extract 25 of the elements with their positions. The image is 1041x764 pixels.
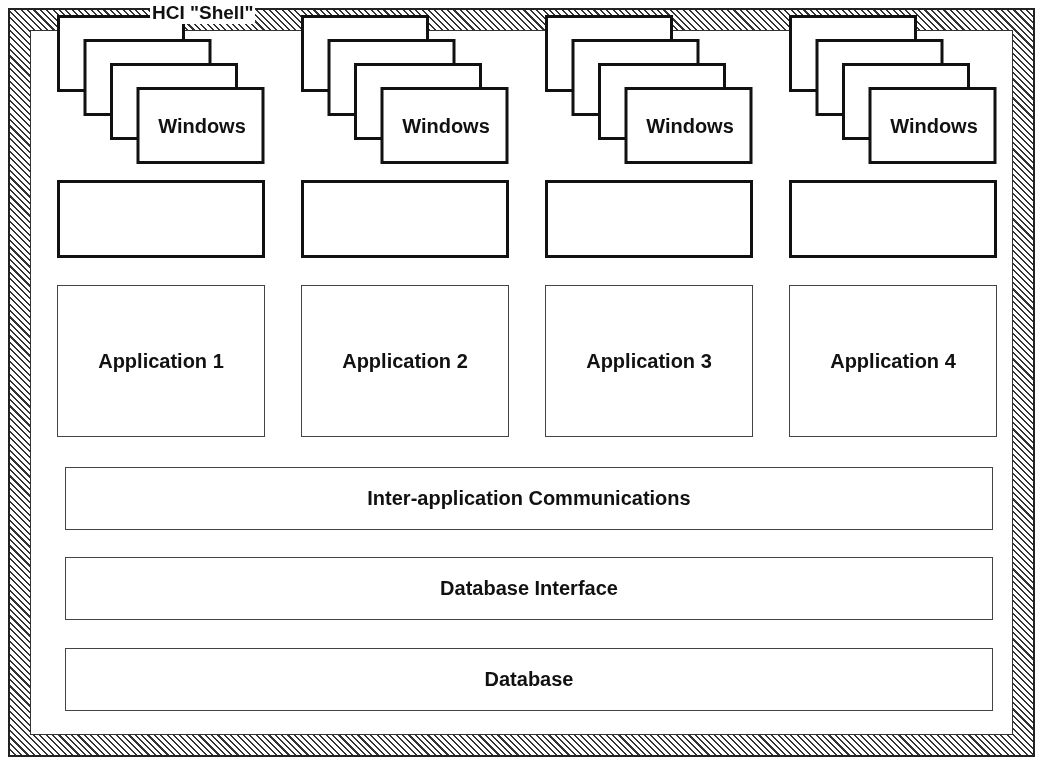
layer-box (545, 180, 753, 258)
box-label: Application 1 (98, 349, 224, 374)
application-box (57, 285, 265, 437)
layer-box (65, 557, 993, 620)
box-label: Database Interface (440, 577, 618, 600)
application-box (301, 285, 509, 437)
box-label: Application 3 (586, 349, 712, 374)
box-label: Windows (157, 114, 247, 139)
window-stack (301, 15, 510, 165)
application-box (545, 285, 753, 437)
layer-box (65, 467, 993, 530)
layer-box (301, 180, 509, 258)
box-label: Database (484, 668, 574, 691)
layer-box (57, 180, 265, 258)
box-label: Application 2 (342, 349, 468, 374)
window-stack (789, 15, 998, 165)
box-label: Application 4 (830, 349, 956, 374)
layer-box (789, 180, 997, 258)
box-label: Windows (401, 114, 491, 139)
application-box (789, 285, 997, 437)
box-label: Windows (645, 114, 735, 139)
box-label: Windows (889, 114, 979, 139)
layer-box (65, 648, 993, 711)
box-label: Inter-application Communications (367, 487, 691, 510)
window-stack (545, 15, 754, 165)
